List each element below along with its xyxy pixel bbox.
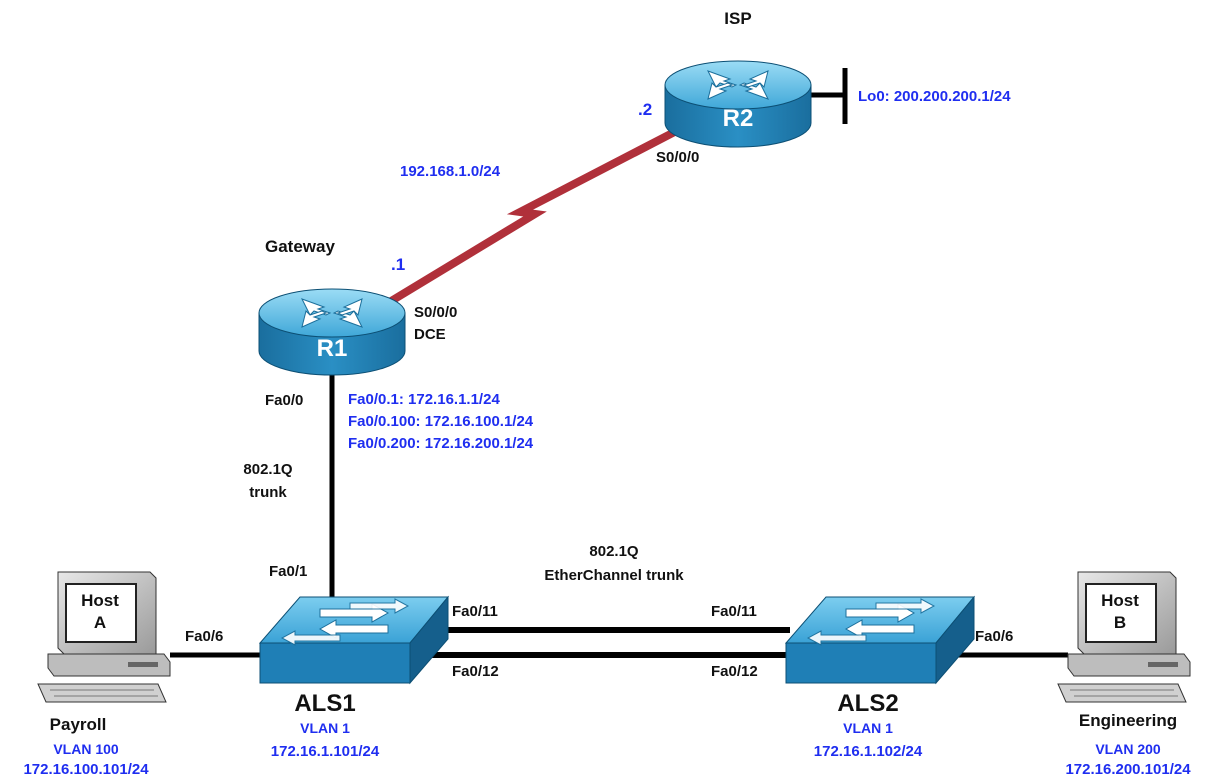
r2-ip-suffix: .2 xyxy=(638,100,653,119)
host-a-screen-line1: Host xyxy=(81,591,119,610)
host-b-screen-line2: B xyxy=(1113,613,1127,632)
r1-serial-role: DCE xyxy=(414,326,446,343)
router-icon[interactable] xyxy=(664,60,812,148)
als1-uplink-if: Fa0/1 xyxy=(269,563,308,580)
pc-icon[interactable] xyxy=(1057,571,1191,703)
pc-icon[interactable] xyxy=(37,571,171,703)
trunk-label-line1: 802.1Q xyxy=(243,461,293,478)
etherchannel-label-line1: 802.1Q xyxy=(589,543,639,560)
r1-subif-100: Fa0/0.100: 172.16.100.1/24 xyxy=(348,413,534,430)
host-b-name: Engineering xyxy=(1078,711,1178,730)
r1-subif-1: Fa0/0.1: 172.16.1.1/24 xyxy=(348,391,500,408)
etherchannel-label-line2: EtherChannel trunk xyxy=(544,567,684,584)
r1-serial-if: S0/0/0 xyxy=(414,304,458,321)
r2-name: R2 xyxy=(722,105,754,132)
host-b-vlan: VLAN 200 xyxy=(1095,741,1161,757)
host-b-screen-line1: Host xyxy=(1101,591,1139,610)
als1-ec-if1: Fa0/11 xyxy=(452,603,498,620)
als1-host-if: Fa0/6 xyxy=(185,628,224,645)
als2-ec-if1: Fa0/11 xyxy=(711,603,757,620)
r2-serial-if: S0/0/0 xyxy=(656,149,700,166)
als1-ec-if2: Fa0/12 xyxy=(452,663,499,680)
host-b-ip: 172.16.200.101/24 xyxy=(1065,761,1191,778)
switch-icon[interactable] xyxy=(258,595,450,685)
r1-ip-suffix: .1 xyxy=(391,255,406,274)
als2-name: ALS2 xyxy=(837,690,899,717)
als2-ip: 172.16.1.102/24 xyxy=(813,743,923,760)
router-icon[interactable] xyxy=(258,288,406,376)
trunk-label-line2: trunk xyxy=(249,484,287,501)
als2-host-if: Fa0/6 xyxy=(975,628,1014,645)
r2-loopback: Lo0: 200.200.200.1/24 xyxy=(858,88,1011,105)
r1-subif-200: Fa0/0.200: 172.16.200.1/24 xyxy=(348,435,534,452)
r1-title: Gateway xyxy=(265,237,335,256)
wan-network: 192.168.1.0/24 xyxy=(400,163,501,180)
als1-vlan: VLAN 1 xyxy=(300,720,350,736)
als1-ip: 172.16.1.101/24 xyxy=(270,743,380,760)
r1-name: R1 xyxy=(316,335,348,362)
host-a-name: Payroll xyxy=(49,715,107,734)
r2-title: ISP xyxy=(724,9,752,28)
als2-vlan: VLAN 1 xyxy=(843,720,893,736)
link-r1-r2-serial xyxy=(370,107,717,316)
als2-ec-if2: Fa0/12 xyxy=(711,663,758,680)
host-a-vlan: VLAN 100 xyxy=(53,741,119,757)
host-a-screen-line2: A xyxy=(93,613,107,632)
r1-lan-if: Fa0/0 xyxy=(265,392,304,409)
als1-name: ALS1 xyxy=(294,690,356,717)
switch-icon[interactable] xyxy=(784,595,976,685)
host-a-ip: 172.16.100.101/24 xyxy=(23,761,149,778)
